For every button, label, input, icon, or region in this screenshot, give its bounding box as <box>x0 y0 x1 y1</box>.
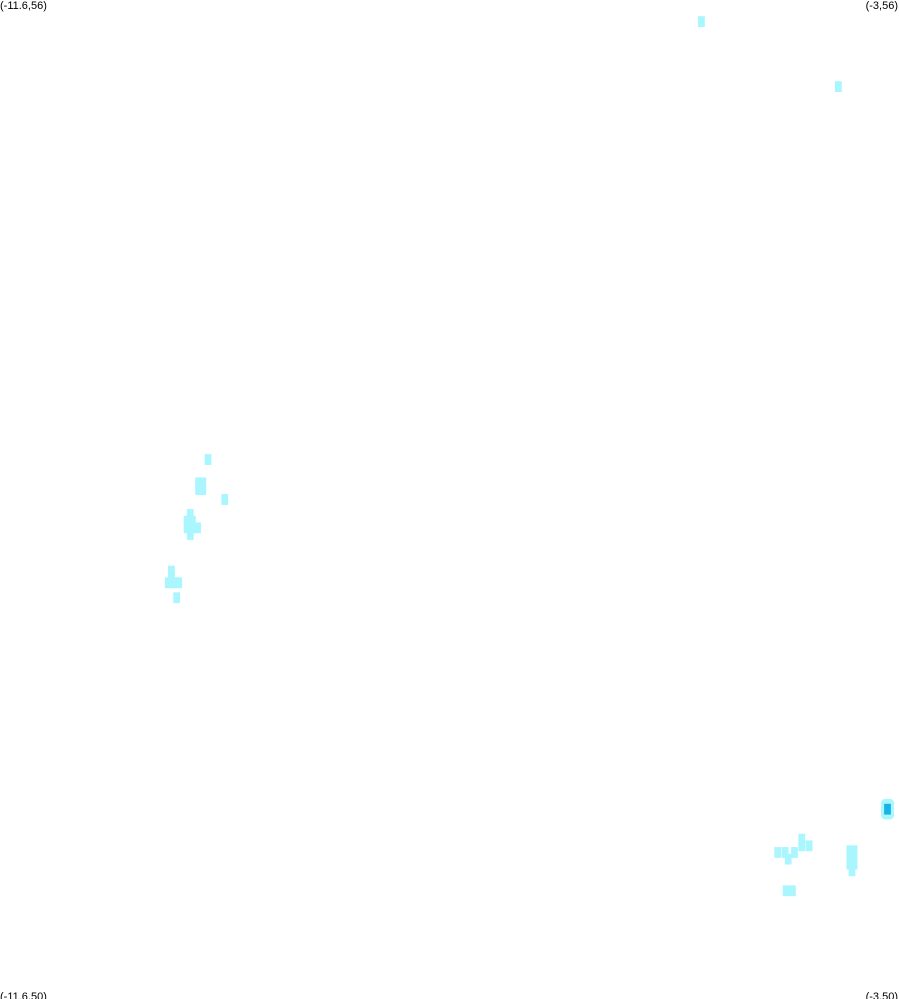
corner-label-top-right: (-3,56) <box>865 0 898 12</box>
density-cell <box>186 529 194 540</box>
density-cell <box>798 833 806 845</box>
density-cell <box>788 885 796 897</box>
density-cell <box>170 577 177 589</box>
density-cell <box>221 494 229 505</box>
density-cell <box>850 845 858 857</box>
density-cell <box>195 484 203 495</box>
density-cells-layer <box>164 16 894 897</box>
density-cell <box>834 81 842 92</box>
density-cell <box>781 847 789 858</box>
density-cell <box>848 865 856 877</box>
density-cell <box>846 845 854 857</box>
corner-label-bottom-right: (-3,50) <box>865 991 898 999</box>
density-cell <box>199 477 207 489</box>
density-cell <box>204 454 212 465</box>
density-cell <box>168 565 175 577</box>
density-cell <box>188 522 196 534</box>
density-cell <box>199 484 207 495</box>
density-cell <box>791 847 798 858</box>
density-cell <box>175 577 183 589</box>
density-cell <box>782 885 790 897</box>
density-cell <box>784 853 792 865</box>
density-cell <box>188 515 196 527</box>
density-cell <box>798 840 806 852</box>
density-cell <box>846 858 854 870</box>
density-cell <box>195 477 203 489</box>
density-cell <box>850 852 858 863</box>
density-cell <box>850 858 858 870</box>
density-cell <box>846 852 854 863</box>
corner-label-top-left: (-11.6,56) <box>0 0 47 12</box>
density-cell <box>805 840 813 852</box>
density-cell <box>774 847 782 858</box>
density-cell <box>164 577 172 589</box>
corner-label-bottom-left: (-11.6,50) <box>0 991 47 999</box>
density-cell <box>884 803 891 815</box>
density-cell <box>186 509 194 520</box>
density-cell <box>183 522 191 534</box>
density-cell <box>194 522 201 534</box>
density-cell <box>698 16 705 28</box>
density-cell <box>183 515 191 527</box>
density-cell <box>173 592 181 604</box>
